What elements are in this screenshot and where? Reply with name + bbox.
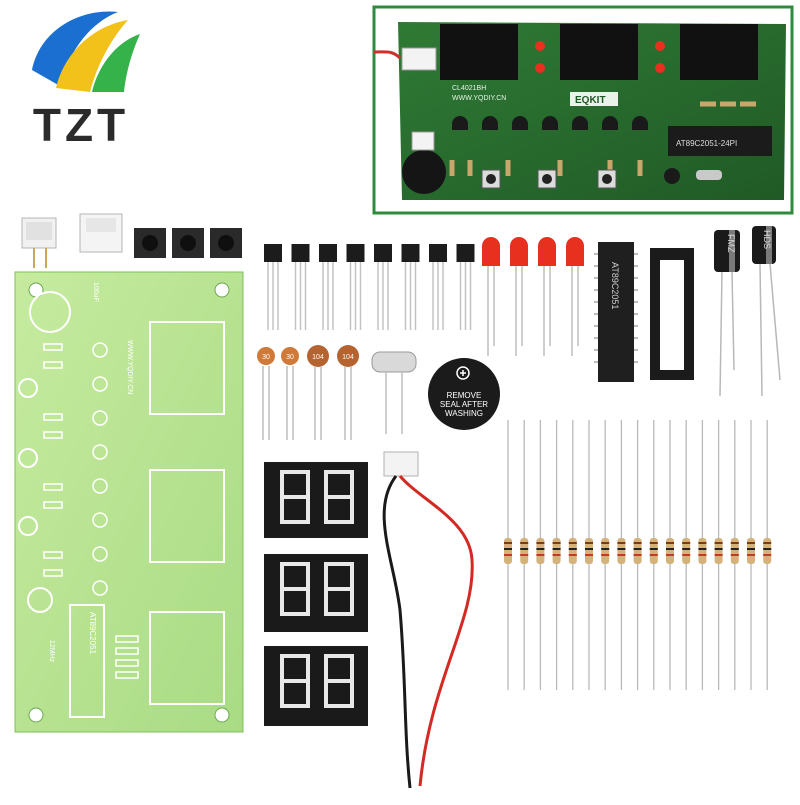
cap-label-1: FMZ [726,234,736,253]
transistor [401,244,420,330]
inset-ic-label: AT89C2051-24PI [676,139,737,148]
transistor [374,244,392,330]
resistor [730,420,739,690]
led [510,237,528,356]
resistor [698,420,707,690]
resistor [504,420,512,690]
bare-pcb: AT89C2051 WWW.YQDIY.CN 12MHz 100uF [14,271,244,733]
brand-logo-text: TZT [32,99,130,151]
ceramic-capacitor: 30 [257,347,275,440]
pcb-silk-url: WWW.YQDIY.CN [126,340,133,394]
buzzer [428,358,500,430]
resistor [682,420,691,690]
resistor [649,420,658,690]
led [566,237,584,356]
ceramic-capacitor: 104 [307,345,329,440]
leds [482,237,584,356]
resistor [763,420,772,690]
transistor [346,244,365,330]
resistor [633,420,642,690]
crystal-oscillator [371,351,417,434]
resistor [617,420,626,690]
transistor [456,244,475,330]
inset-display-1 [440,24,518,80]
ic-socket [650,248,694,380]
resistor [536,420,545,690]
led [538,237,556,356]
push-buttons [134,228,242,258]
resistor [714,420,723,690]
resistors [504,420,772,690]
buzzer-label: REMOVE SEAL AFTER WASHING [439,391,489,418]
resistor [747,420,755,690]
inset-display-3 [680,24,758,80]
transistors [264,244,475,330]
transistor [264,244,282,330]
logo-swoosh-green [92,34,140,92]
electrolytic-capacitors: FMZ HDS [714,226,781,397]
inset-display-2 [560,24,638,80]
led [482,237,500,356]
transistor [429,244,447,330]
ceramic-cap-label: 30 [262,354,270,361]
resistor [585,420,593,690]
ic-chip: AT89C2051 [594,242,638,382]
resistor [601,420,610,690]
ceramic-cap-label: 104 [342,354,354,361]
wire-harness [382,451,474,789]
logo-swoosh-yellow [56,20,128,92]
pcb-silk-cap: 100uF [92,282,99,302]
ceramic-cap-label: 104 [312,354,324,361]
ceramic-capacitor: 30 [281,347,299,440]
resistor [520,420,529,690]
product-inset: WWW.YQDIY.CN CL4021BH EQKIT AT89C2051-24… [372,5,794,215]
ic-label: AT89C2051 [610,262,620,309]
transistor [319,244,337,330]
resistor [568,420,577,690]
ceramic-capacitors: 30 30 104 104 [257,345,359,440]
inset-ic [668,126,772,156]
ceramic-capacitor: 104 [337,345,359,440]
transistor [291,244,310,330]
inset-silk-url: WWW.YQDIY.CN [452,95,506,102]
inset-brand-label: EQKIT [575,95,606,106]
seven-segment-displays [264,462,368,726]
pcb-silk-crystal: 12MHz [48,640,55,663]
logo-swoosh-blue [32,11,118,86]
connector-headers [21,213,123,268]
cap-label-2: HDS [762,230,772,249]
pcb-silk-chip: AT89C2051 [88,612,97,655]
resistor [552,420,561,690]
inset-silk-display-part: CL4021BH [452,85,486,92]
ceramic-cap-label: 30 [286,354,294,361]
inset-buzzer [402,150,446,194]
brand-logo [32,11,140,92]
resistor [666,420,674,690]
